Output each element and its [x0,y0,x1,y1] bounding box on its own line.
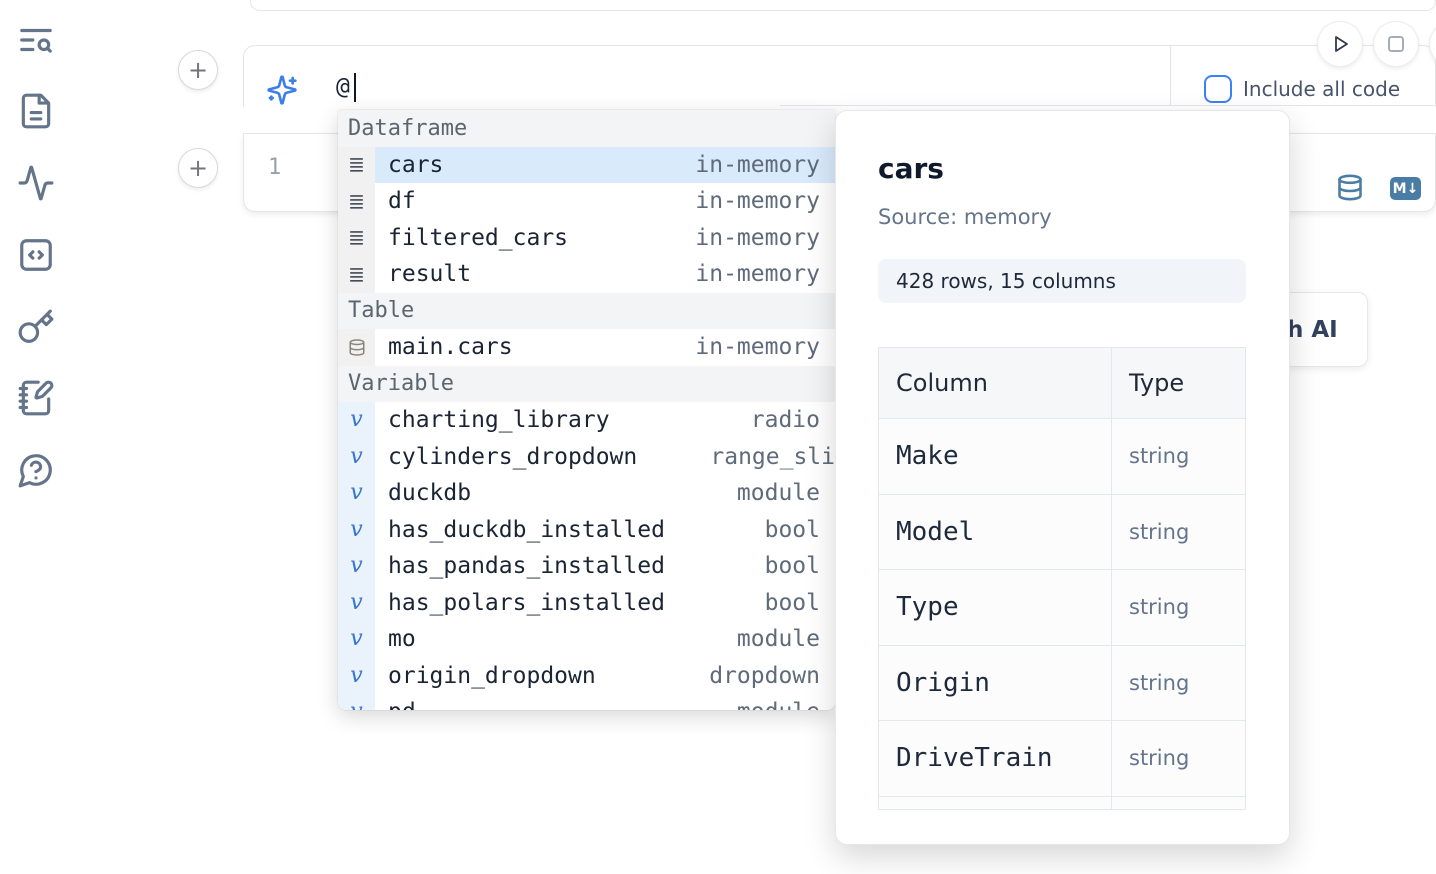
autocomplete-item-duckdb[interactable]: v duckdbmodule [338,475,835,512]
type-header: Type [1129,369,1184,397]
add-cell-button[interactable]: + [178,50,218,90]
code-square-icon[interactable] [17,236,55,274]
dataframe-icon [338,256,375,293]
dataframe-icon [338,147,375,184]
activity-icon[interactable] [17,164,55,202]
dataframe-icon [338,220,375,257]
prompt-divider [1170,46,1171,106]
autocomplete-item-has-pandas-installed[interactable]: v has_pandas_installedbool [338,548,835,585]
autocomplete-item-result[interactable]: resultin-memory [338,256,835,293]
table-row: Model string [879,495,1245,571]
autocomplete-item-has-duckdb-installed[interactable]: v has_duckdb_installedbool [338,512,835,549]
autocomplete-item-main-cars[interactable]: main.carsin-memory [338,329,835,366]
dataframe-icon [338,183,375,220]
variable-icon: v [338,585,375,622]
key-icon[interactable] [17,308,55,346]
autocomplete-item-charting-library[interactable]: v charting_libraryradio [338,402,835,439]
prompt-card-border [780,105,1434,106]
autocomplete-dropdown: Dataframe carsin-memory dfin-memory filt… [338,110,835,710]
preview-title: cars [878,152,944,185]
run-cell-button[interactable] [1318,22,1362,66]
ai-prompt-input[interactable]: @ [336,74,350,100]
autocomplete-item-has-polars-installed[interactable]: v has_polars_installedbool [338,585,835,622]
preview-source: Source: memory [878,205,1052,229]
ai-button-label-fragment: h AI [1287,317,1338,343]
variable-icon: v [338,694,375,710]
markdown-icon[interactable]: M↓ [1390,177,1421,200]
preview-shape-badge: 428 rows, 15 columns [878,259,1246,303]
help-chat-icon[interactable] [17,451,55,489]
file-text-icon[interactable] [17,92,55,130]
database-icon[interactable] [1336,173,1364,202]
autocomplete-item-origin-dropdown[interactable]: v origin_dropdowndropdown [338,658,835,695]
autocomplete-item-filtered-cars[interactable]: filtered_carsin-memory [338,220,835,257]
include-all-code-checkbox[interactable] [1204,75,1232,103]
add-cell-button[interactable]: + [178,148,218,188]
table-row: Make string [879,419,1245,495]
plus-icon: + [188,154,208,182]
table-row: Type string [879,570,1245,646]
ai-sparkle-icon [266,74,298,106]
autocomplete-item-cars[interactable]: carsin-memory [338,147,835,184]
variable-icon: v [338,512,375,549]
table-row: Origin string [879,646,1245,722]
variable-icon: v [338,475,375,512]
table-row-partial [879,797,1245,811]
autocomplete-item-cylinders-dropdown[interactable]: v cylinders_dropdownrange_sli [338,439,835,476]
autocomplete-section-header: Variable [338,366,835,403]
variable-icon: v [338,402,375,439]
variable-icon: v [338,548,375,585]
table-database-icon [338,329,375,366]
table-row: DriveTrain string [879,721,1245,797]
autocomplete-item-pd-partial[interactable]: v pdmodule [338,694,835,710]
variable-icon: v [338,658,375,695]
stop-icon [1384,32,1408,56]
notebook-pen-icon[interactable] [17,379,55,417]
variable-icon: v [338,439,375,476]
previous-cell-edge [250,0,1436,11]
include-all-code-label: Include all code [1243,77,1400,101]
text-search-icon[interactable] [17,21,55,59]
autocomplete-section-header: Table [338,293,835,330]
line-number: 1 [268,155,281,180]
stop-button[interactable] [1374,22,1418,66]
autocomplete-section-header: Dataframe [338,110,835,147]
schema-table: Column Type Make string Model string Typ… [878,347,1246,810]
plus-icon: + [188,56,208,84]
text-caret [354,73,356,102]
autocomplete-item-mo[interactable]: v momodule [338,621,835,658]
autocomplete-item-df[interactable]: dfin-memory [338,183,835,220]
schema-table-header-row: Column Type [879,348,1245,419]
play-icon [1328,32,1352,56]
column-header: Column [896,369,988,397]
variable-icon: v [338,621,375,658]
